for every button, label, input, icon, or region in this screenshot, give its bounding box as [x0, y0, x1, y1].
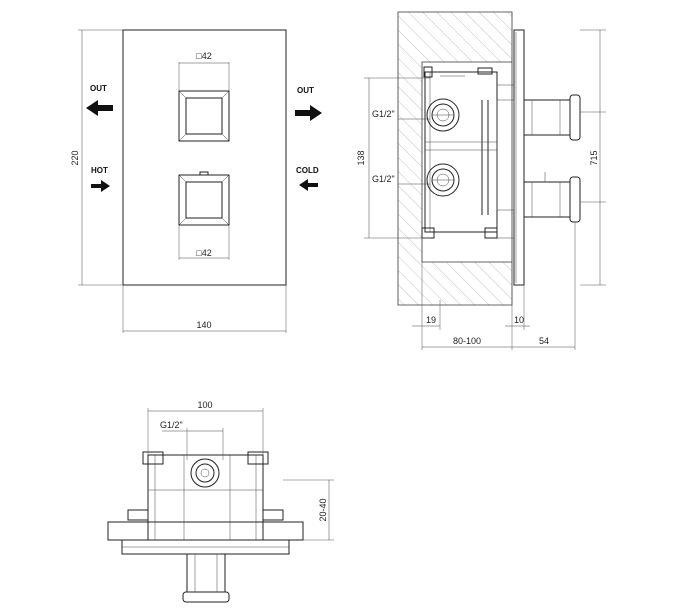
- bottom-pipe-label: G1/2": [160, 420, 183, 430]
- bottom-view: 100 G1/2" 20-40: [107, 400, 334, 603]
- dim-10: 10: [514, 315, 524, 325]
- hot-label: HOT: [91, 166, 108, 175]
- spindle-top: [523, 94, 581, 141]
- front-width-dim: 140: [196, 320, 211, 330]
- pipe-bottom-label: G1/2": [372, 174, 395, 184]
- bottom-spindle: [182, 553, 230, 603]
- pipe-fitting-top: [426, 98, 460, 132]
- cold-label: COLD: [296, 166, 319, 175]
- cover-plate: [513, 29, 525, 286]
- knob-top: [178, 90, 230, 142]
- cold-arrow-icon: [299, 179, 318, 191]
- knob-bottom: [178, 171, 230, 226]
- front-plate: [122, 29, 287, 286]
- dim-20-40: 20-40: [318, 498, 328, 521]
- dim-100: 100: [197, 400, 212, 410]
- wall-section: [397, 11, 513, 306]
- out-right-arrow-icon: [295, 105, 322, 121]
- dim-80-100: 80-100: [453, 336, 481, 346]
- knob-bottom-dim: □42: [196, 248, 211, 258]
- pipe-top-label: G1/2": [372, 109, 395, 119]
- out-left-label: OUT: [90, 84, 107, 93]
- out-left-arrow-icon: [86, 100, 113, 116]
- knob-top-dim: □42: [196, 51, 211, 61]
- hot-arrow-icon: [91, 180, 110, 192]
- side-view: G1/2" G1/2" 138 715 19 10 80-100 54: [356, 11, 606, 350]
- out-right-label: OUT: [297, 86, 314, 95]
- dim-138: 138: [356, 150, 366, 165]
- dim-19: 19: [426, 315, 436, 325]
- pipe-fitting-bottom: [426, 163, 460, 197]
- bottom-cover-plate: [107, 521, 304, 541]
- front-view: □42 □42 140 220 OUT HOT OUT COLD: [70, 29, 322, 333]
- front-height-dim: 220: [70, 150, 80, 165]
- dim-54: 54: [539, 336, 549, 346]
- spindle-bottom: [523, 172, 581, 223]
- valve-body: [421, 66, 515, 239]
- bottom-pipe-fitting: [190, 458, 220, 488]
- dim-715: 715: [589, 150, 599, 165]
- box-body: [147, 454, 264, 541]
